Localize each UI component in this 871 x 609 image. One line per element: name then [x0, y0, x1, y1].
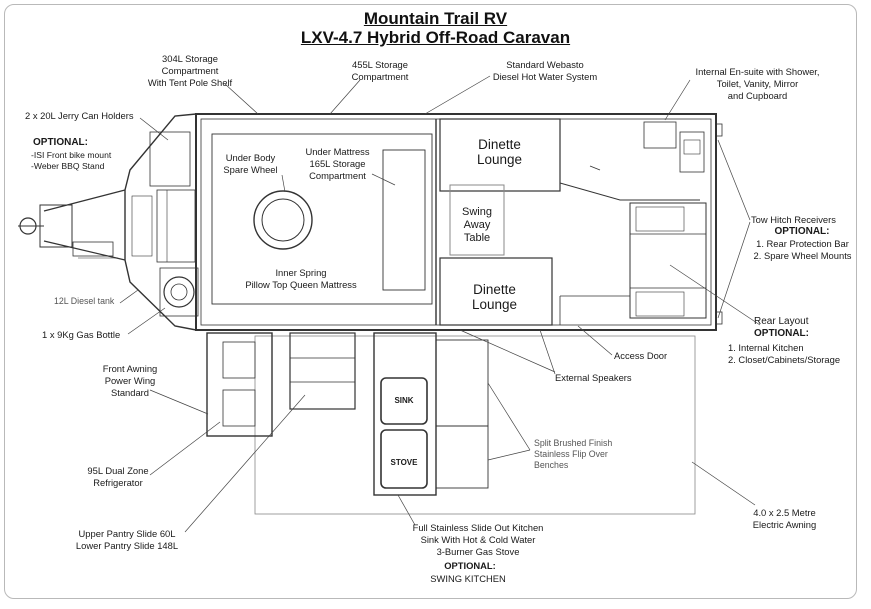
spare-wheel-outer — [253, 190, 313, 250]
page-border — [4, 4, 857, 599]
queen-bed — [211, 133, 433, 305]
label-304l-storage: 304L Storage Compartment With Tent Pole … — [147, 53, 233, 88]
vanity-basin — [643, 121, 677, 149]
swing-away-table — [449, 184, 505, 256]
flip-over-bench-top — [435, 339, 489, 427]
leader-speaker-1 — [459, 329, 556, 373]
label-rear-optional-heading: OPTIONAL: — [754, 328, 809, 339]
label-455l-storage: 455L Storage Compartment — [351, 59, 409, 82]
label-under-mattress: Under Mattress 165L Storage Compartment — [305, 146, 370, 181]
label-tow-hitch: Tow Hitch Receivers — [751, 214, 836, 225]
dinette-top-label: Dinette Lounge — [476, 137, 523, 167]
leader-fridge — [149, 421, 221, 476]
leader-jerry — [139, 117, 169, 141]
flip-over-bench-bottom — [435, 425, 489, 489]
label-awning-wing: Front Awning Power Wing Standard — [102, 363, 158, 398]
toilet-seat — [683, 139, 701, 155]
jerry-can-holder — [149, 131, 191, 187]
jockey-wheel — [72, 241, 114, 257]
leader-wheel — [281, 174, 286, 193]
label-fridge: 95L Dual Zone Refrigerator — [87, 465, 149, 488]
leader-mattress-storage — [371, 173, 396, 186]
toilet — [679, 131, 705, 173]
fridge-slide — [206, 332, 273, 437]
label-rear-optional-items: 1. Internal Kitchen 2. Closet/Cabinets/S… — [728, 342, 841, 365]
label-pantry: Upper Pantry Slide 60L Lower Pantry Slid… — [75, 528, 179, 551]
label-webasto: Standard Webasto Diesel Hot Water System — [492, 59, 598, 82]
front-storage-box — [156, 189, 196, 263]
leader-gas — [127, 307, 166, 335]
front-a-frame — [124, 113, 197, 331]
gas-bottle-valve — [170, 283, 188, 301]
leader-diesel — [119, 289, 139, 304]
label-jerry-cans: 2 x 20L Jerry Can Holders — [25, 110, 134, 121]
drawbar-bottom — [43, 240, 126, 261]
ensuite-wall — [559, 119, 700, 201]
label-optional-front-items: -ISI Front bike mount -Weber BBQ Stand — [31, 150, 112, 171]
drawbar-top — [43, 189, 126, 212]
stove-label: STOVE — [390, 458, 418, 467]
leader-awning-wing — [149, 389, 209, 415]
label-swing-kitchen: SWING KITCHEN — [430, 573, 506, 584]
leader-ensuite — [664, 79, 691, 121]
label-slide-out-kitchen: Full Stainless Slide Out Kitchen Sink Wi… — [412, 522, 544, 557]
leader-kitchen — [397, 494, 416, 526]
label-access-door: Access Door — [614, 350, 668, 361]
label-rear-layout: Rear Layout — [754, 316, 809, 327]
leader-pantry — [184, 394, 306, 533]
leader-455 — [329, 79, 361, 115]
label-tow-optional-items: 1. Rear Protection Bar 2. Spare Wheel Mo… — [753, 238, 852, 261]
gas-bottle — [163, 276, 195, 308]
tow-hitch-receiver-top — [715, 123, 723, 137]
dinette-bottom-label: Dinette Lounge — [471, 282, 518, 312]
rear-drawer-2 — [635, 291, 685, 317]
label-tow-optional-heading: OPTIONAL: — [774, 226, 830, 237]
leader-304 — [224, 83, 259, 115]
fridge-basket-bottom — [222, 389, 256, 427]
label-mattress: Inner Spring Pillow Top Queen Mattress — [245, 267, 357, 290]
label-under-body-wheel: Under Body Spare Wheel — [223, 152, 278, 175]
leader-webasto — [424, 75, 491, 115]
leader-speaker-2 — [539, 329, 556, 375]
under-mattress-storage — [382, 149, 426, 291]
leader-benches-1 — [487, 382, 531, 451]
leader-access-door — [577, 325, 613, 356]
stove-top — [380, 429, 428, 489]
label-electric-awning: 4.0 x 2.5 Metre Electric Awning — [752, 507, 817, 530]
label-flip-benches: Split Brushed Finish Stainless Flip Over… — [534, 438, 613, 470]
leader-lines — [119, 75, 761, 533]
leader-electric-awning — [691, 461, 756, 506]
page-subtitle: LXV-4.7 Hybrid Off-Road Caravan — [300, 28, 571, 47]
tow-hitch-receiver-bottom — [715, 311, 723, 325]
gas-bottle-bay — [159, 267, 199, 317]
leader-rear-layout — [669, 264, 761, 326]
swing-table-label: Swing Away Table — [462, 206, 492, 244]
label-gas-bottle: 1 x 9Kg Gas Bottle — [42, 329, 121, 340]
label-diesel-tank: 12L Diesel tank — [54, 296, 115, 306]
awning-outline — [254, 335, 696, 515]
rear-drawer-1 — [635, 206, 685, 232]
leader-tow-top — [717, 139, 751, 221]
spare-wheel-inner — [261, 198, 305, 242]
leader-benches-2 — [487, 449, 531, 461]
sink-label: SINK — [394, 396, 414, 405]
label-ensuite: Internal En-suite with Shower, Toilet, V… — [695, 66, 820, 101]
page-title: Mountain Trail RV — [363, 9, 508, 28]
door-handle — [589, 165, 601, 171]
label-optional-front-heading: OPTIONAL: — [33, 137, 88, 148]
pantry-slide — [289, 332, 356, 410]
sink-basin — [380, 377, 428, 425]
rear-cabinets — [629, 202, 707, 319]
label-kitchen-optional-heading: OPTIONAL: — [444, 560, 496, 571]
label-external-speakers: External Speakers — [555, 372, 632, 383]
leader-tow-bottom — [717, 221, 751, 319]
fridge-basket-top — [222, 341, 256, 379]
diesel-tank — [131, 195, 153, 257]
